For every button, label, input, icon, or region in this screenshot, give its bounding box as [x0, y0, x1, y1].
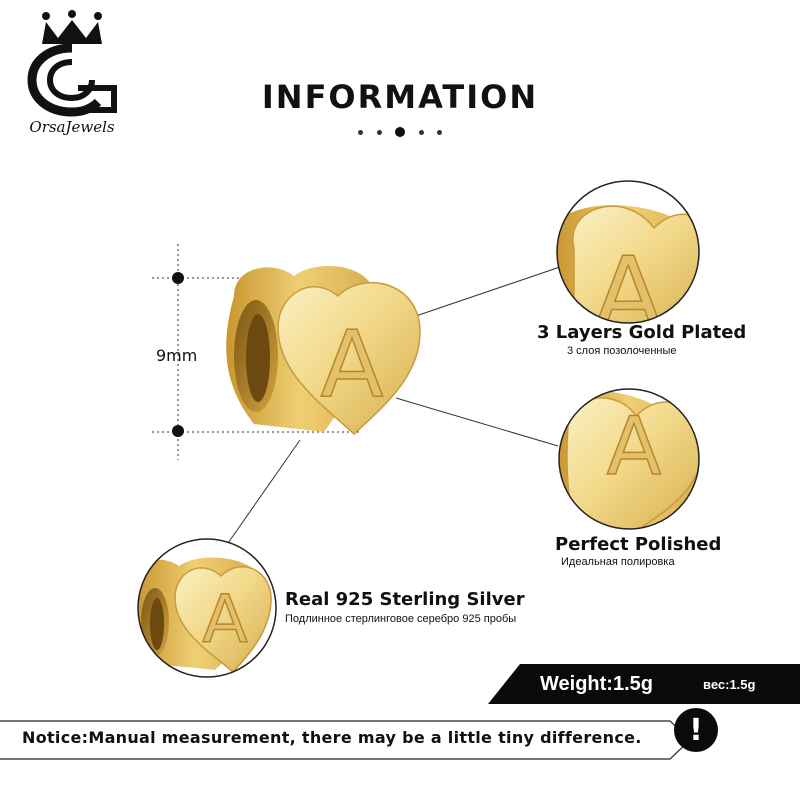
brand-logo — [18, 10, 128, 140]
charm-letter: A — [321, 311, 384, 418]
heart-charm-main: A — [226, 265, 421, 436]
detail-circle-sterling-silver: A — [137, 538, 277, 678]
weight-label-ru: вес:1.5g — [703, 677, 756, 692]
notice-text: Notice:Manual measurement, there may be … — [22, 728, 642, 747]
feature-title-gold-plated: 3 Layers Gold Plated — [537, 322, 747, 343]
page-title: INFORMATION — [261, 78, 539, 116]
detail-letter: A — [202, 581, 247, 658]
dot — [358, 129, 363, 135]
feature-title-polished: Perfect Polished — [555, 534, 722, 555]
detail-circle-gold-plated: A — [556, 180, 700, 326]
feature-subtitle-sterling-silver: Подлинное стерлинговое серебро 925 пробы — [285, 613, 517, 625]
feature-subtitle-polished: Идеальная полировка — [561, 556, 675, 568]
title-dots — [358, 126, 442, 138]
dot — [376, 129, 382, 135]
detail-letter: A — [594, 235, 662, 326]
exclamation-icon: ! — [674, 708, 718, 752]
dimension-label: 9mm — [156, 346, 198, 365]
weight-banner — [488, 664, 800, 704]
feature-subtitle-gold-plated: 3 слоя позолоченные — [567, 345, 677, 357]
feature-title-sterling-silver: Real 925 Sterling Silver — [285, 589, 525, 610]
dot — [437, 129, 442, 135]
brand-name: OrsaJewels — [29, 118, 115, 136]
detail-letter: A — [607, 400, 662, 493]
weight-label: Weight:1.5g — [540, 673, 653, 695]
dot-active — [395, 127, 405, 137]
detail-circle-polished: A — [558, 388, 700, 530]
crown-logo-icon — [27, 10, 117, 117]
dot — [418, 129, 424, 135]
